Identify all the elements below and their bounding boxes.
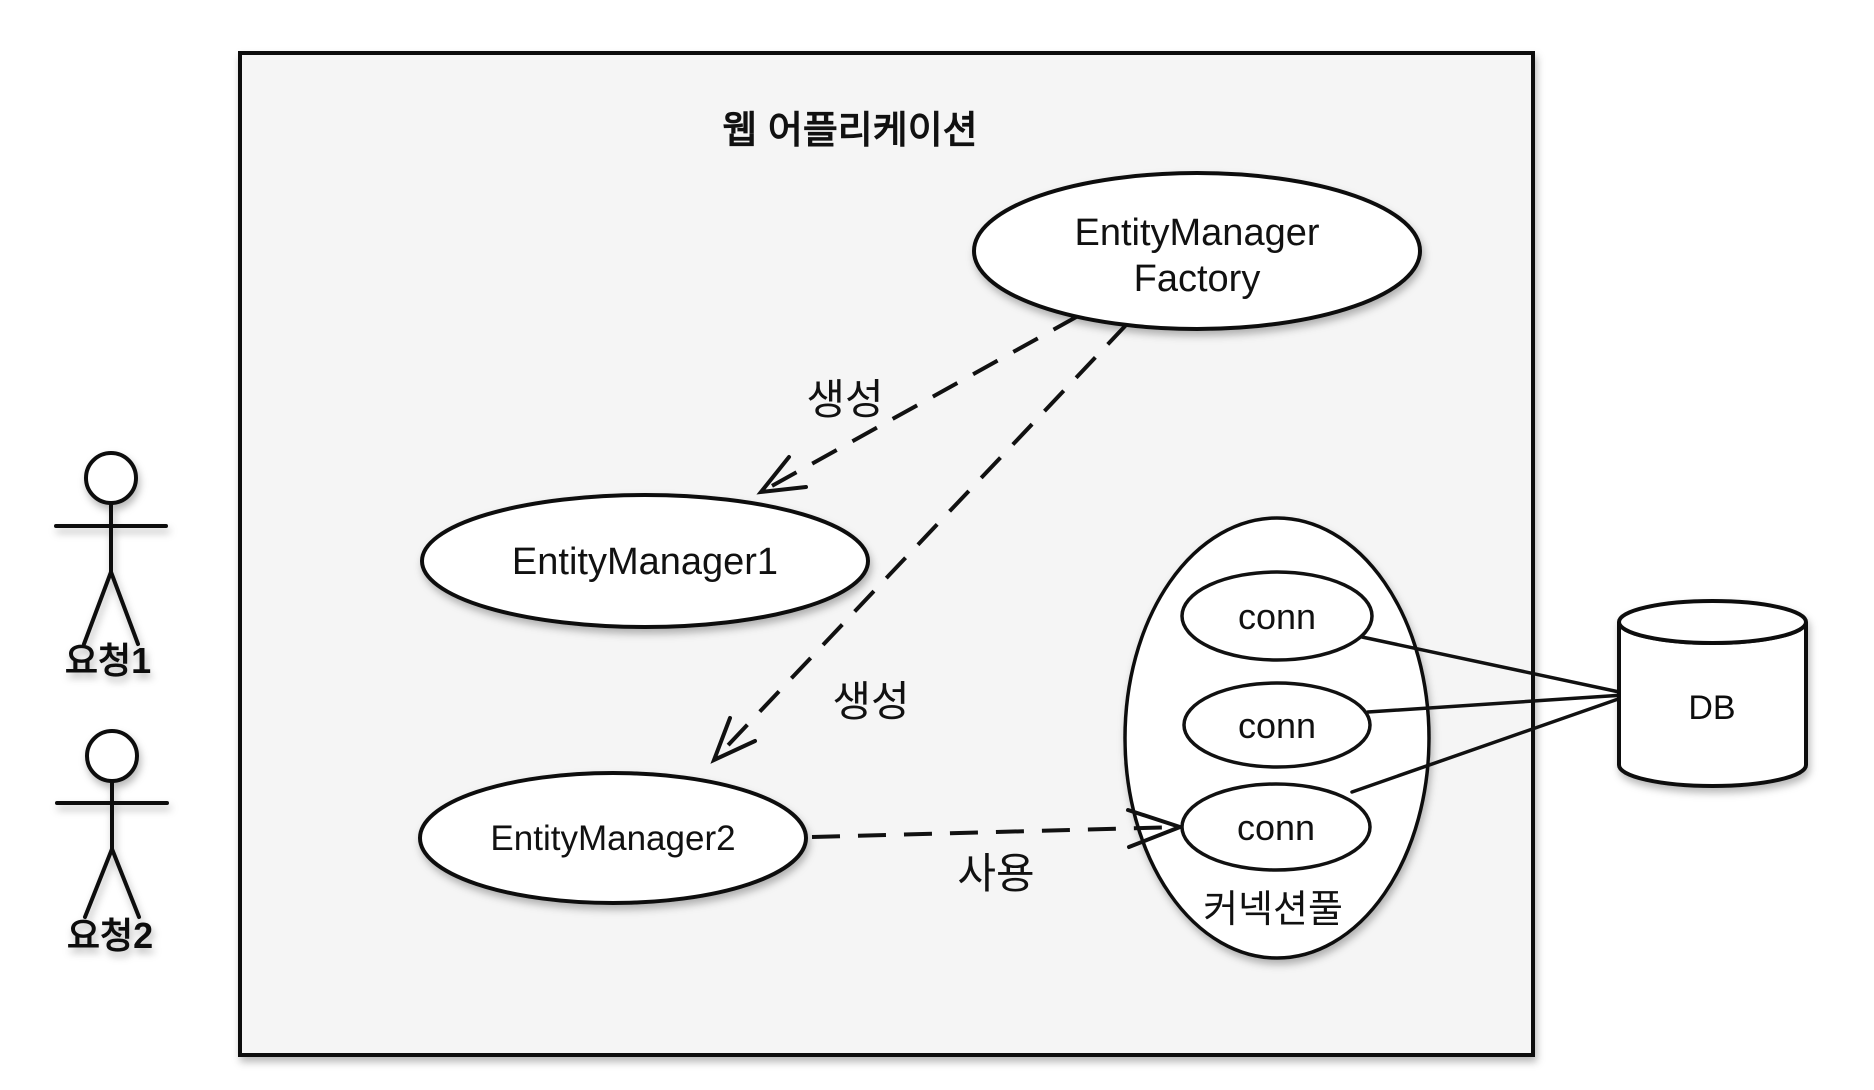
create1-dashed-line: [760, 314, 1079, 494]
em1-ellipse: [420, 493, 870, 629]
conn2-label: conn: [1238, 705, 1316, 746]
create2-label: 생성: [832, 678, 909, 725]
conn2-db-line: [1366, 693, 1626, 714]
actor2-left-leg: [83, 847, 114, 919]
conn-db-links: [1350, 635, 1626, 794]
pool-connections: conn conn conn 커넥션풀: [1180, 570, 1374, 931]
conn1-label: conn: [1238, 596, 1316, 637]
conn3-label: conn: [1237, 807, 1315, 848]
conn3-db-line: [1350, 695, 1626, 794]
create2-arrowhead: [710, 716, 757, 764]
entity-manager-factory-node: EntityManager Factory: [972, 171, 1422, 331]
db-cylinder-top: [1617, 599, 1808, 645]
actor2-label: 요청2: [67, 915, 153, 956]
create2-dashed-line: [712, 322, 1129, 762]
db-label: DB: [1688, 689, 1735, 727]
use-arrowhead: [1126, 808, 1186, 849]
actor2-head: [85, 729, 139, 783]
conn1-ellipse: [1180, 570, 1374, 662]
entity-manager1-node: EntityManager1: [420, 493, 870, 629]
use-dashed-line: [811, 825, 1181, 839]
db-node: DB: [1617, 599, 1808, 788]
boundary-title: 웹 어플리케이션: [722, 110, 977, 152]
factory-ellipse: [972, 171, 1422, 331]
factory-label-line2: Factory: [1134, 258, 1261, 300]
em2-label: EntityManager2: [490, 819, 735, 858]
use-label: 사용: [957, 850, 1034, 897]
edge-create-em1: 생성: [756, 314, 1079, 495]
entity-manager2-node: EntityManager2: [418, 771, 808, 905]
edge-create-em2: 생성: [710, 322, 1129, 764]
actor-request2: 요청2: [55, 729, 169, 956]
create1-arrowhead: [756, 455, 808, 495]
conn3-ellipse: [1180, 782, 1372, 872]
factory-label-line1: EntityManager: [1074, 212, 1319, 254]
edge-use: 사용: [811, 808, 1186, 897]
actor-request1: 요청1: [54, 451, 168, 681]
pool-label: 커넥션풀: [1203, 889, 1343, 931]
actor1-right-leg: [109, 570, 140, 646]
create1-label: 생성: [806, 376, 883, 423]
actor1-left-leg: [82, 570, 113, 646]
em2-ellipse: [418, 771, 808, 905]
em1-label: EntityManager1: [512, 541, 778, 583]
conn1-db-line: [1360, 635, 1626, 695]
conn2-ellipse: [1182, 681, 1372, 769]
actor2-right-leg: [110, 847, 141, 919]
actor1-label: 요청1: [65, 640, 151, 681]
actor1-head: [84, 451, 138, 505]
